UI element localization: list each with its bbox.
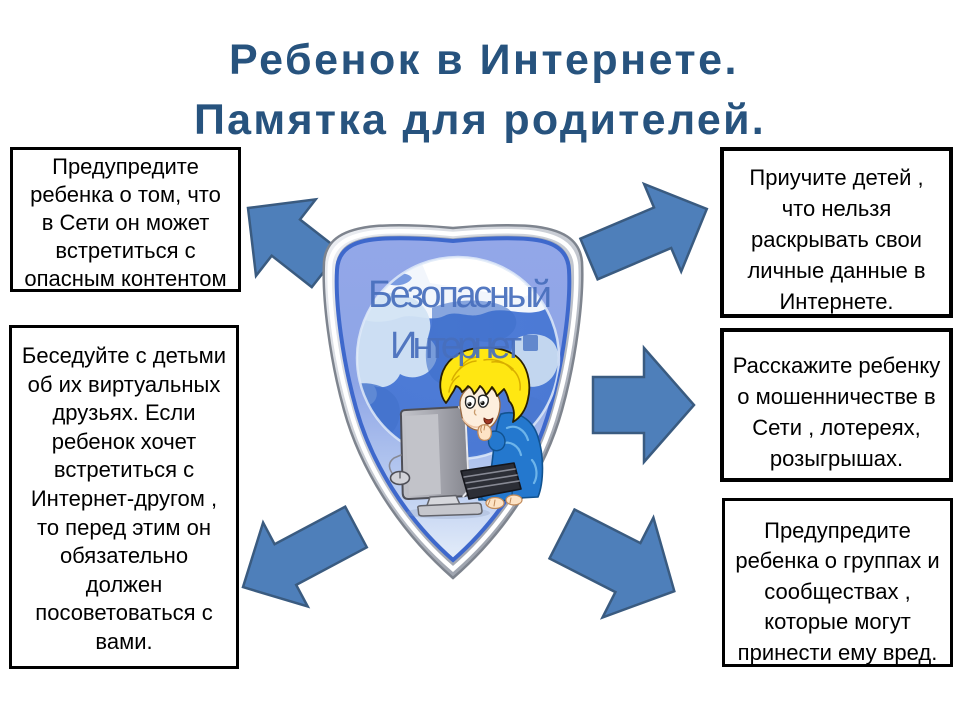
svg-text:Интернет: Интернет xyxy=(390,325,522,367)
svg-text:Безопасный: Безопасный xyxy=(368,274,552,316)
